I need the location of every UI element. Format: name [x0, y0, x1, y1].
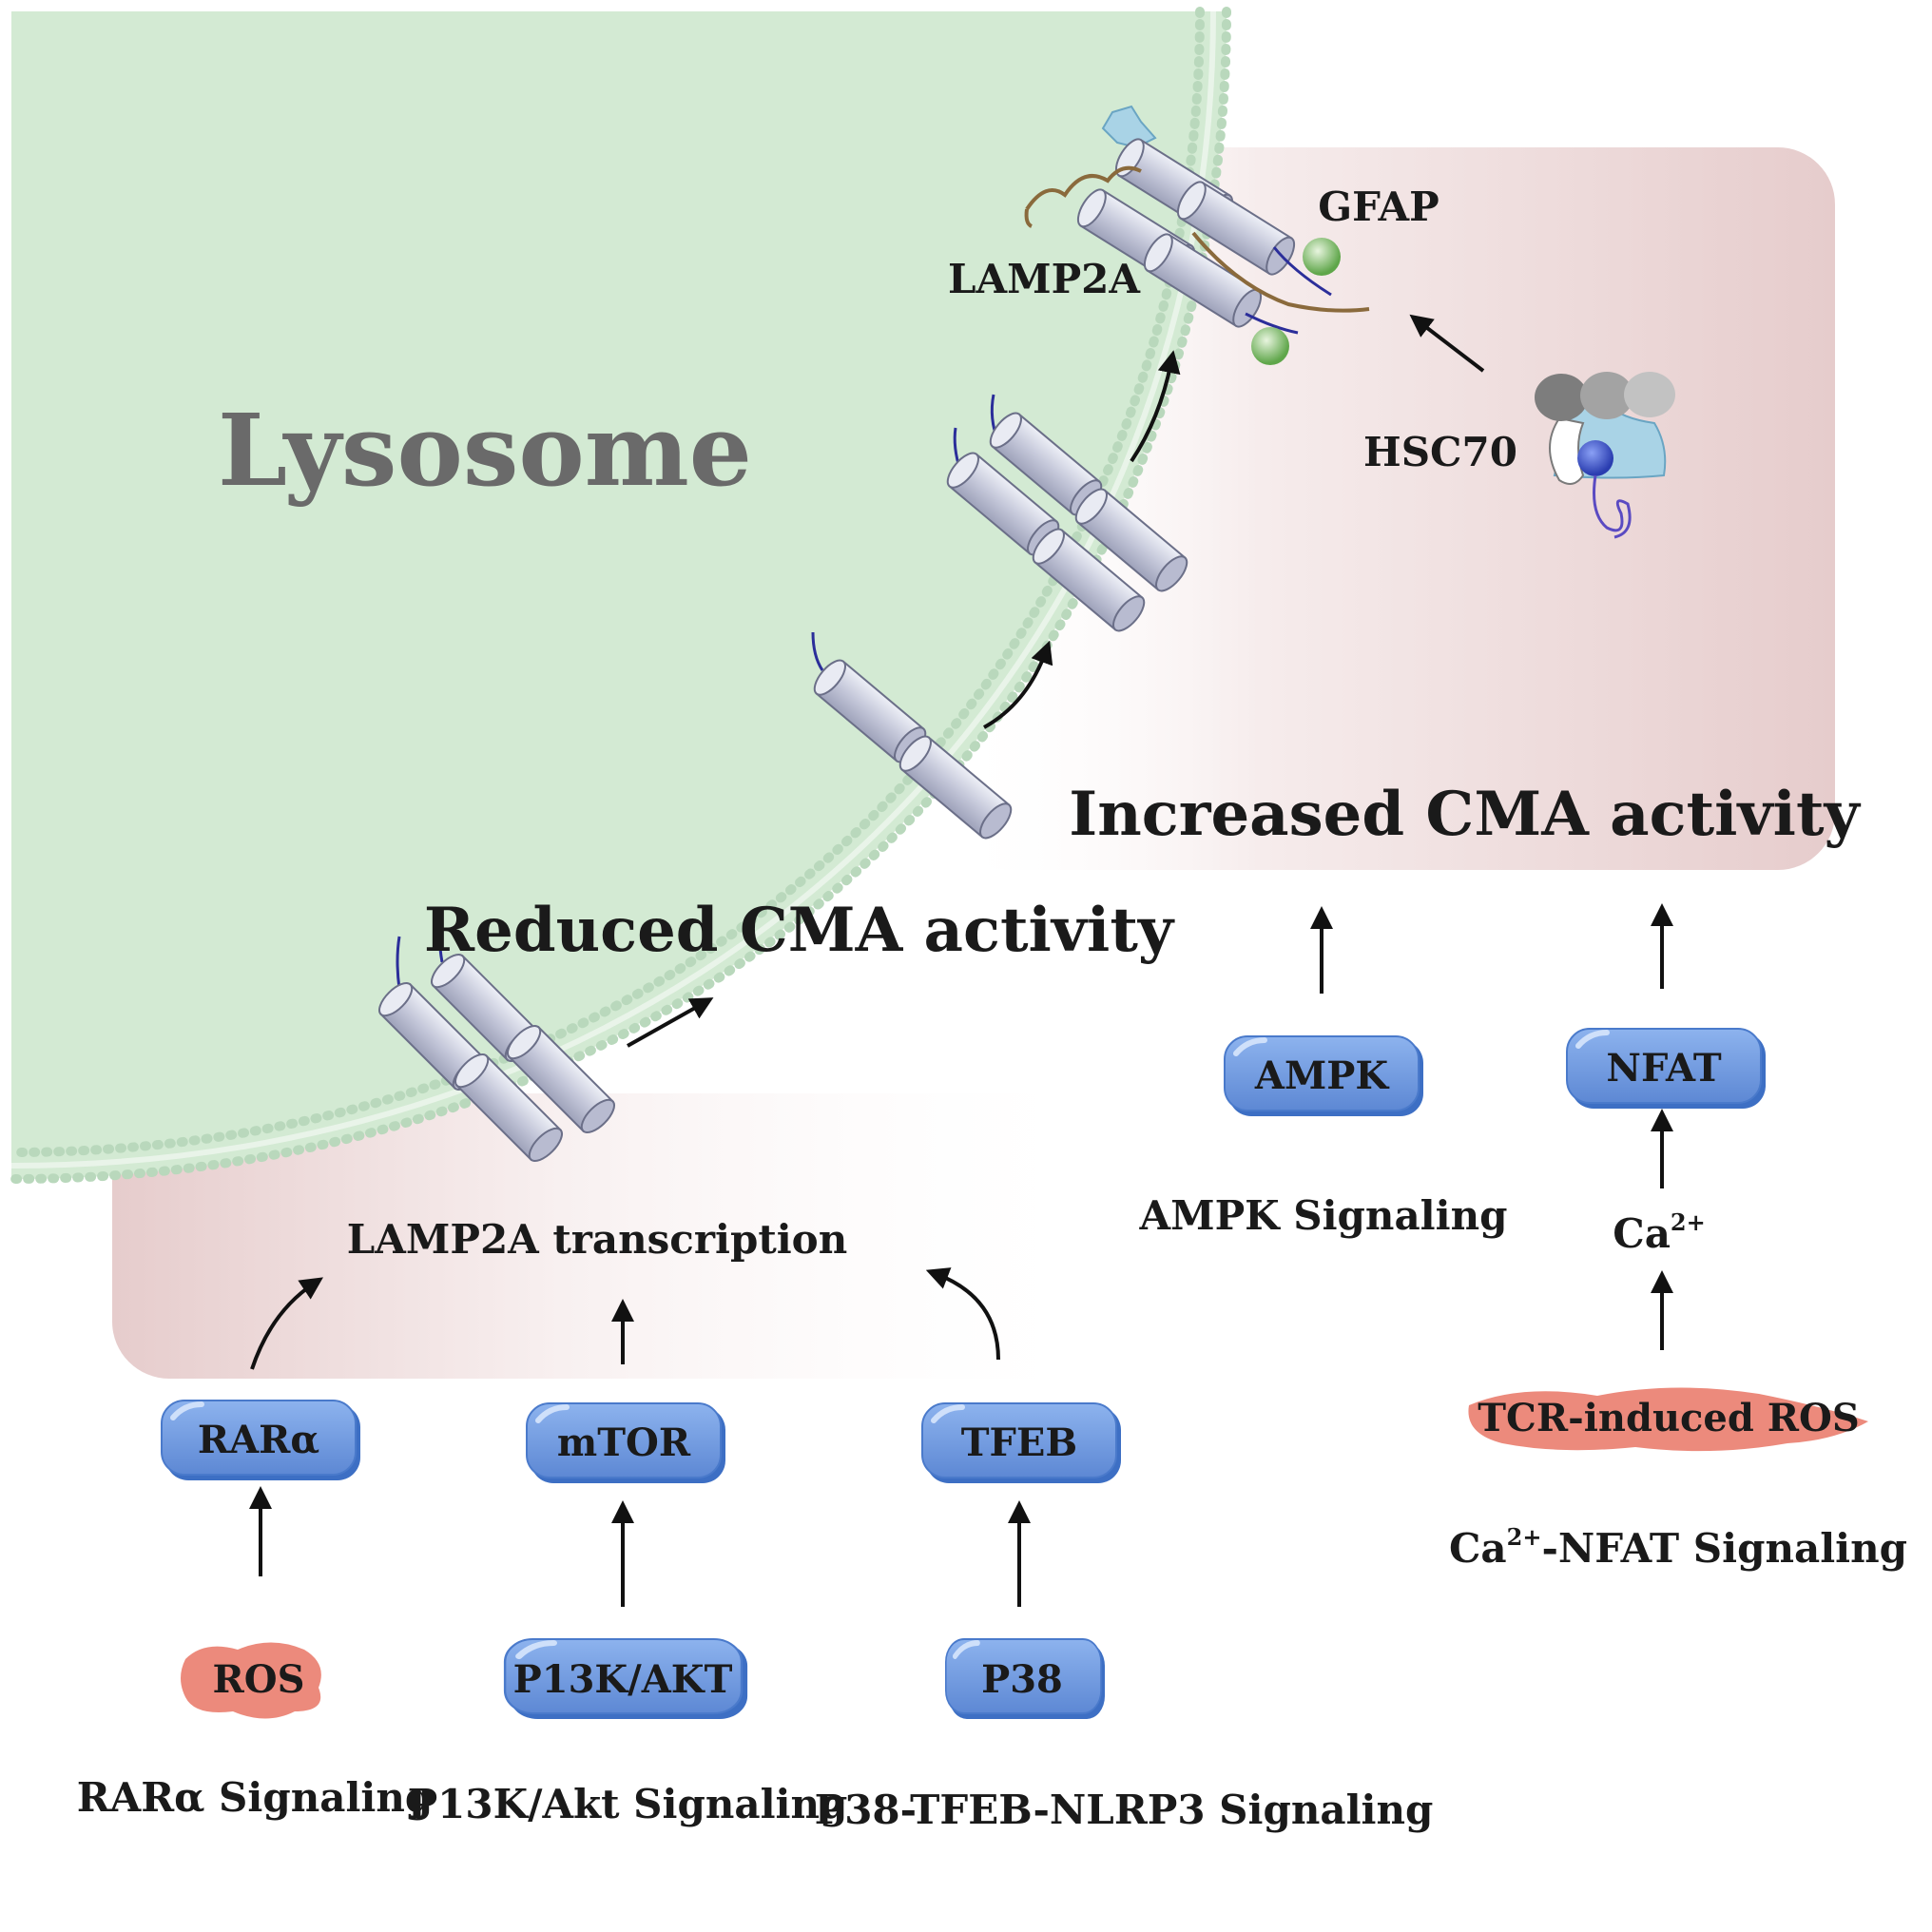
reduced-cma-label: Reduced CMA activity [424, 895, 1175, 966]
lamp2a-translocation-complex [1024, 105, 1370, 365]
lysosome-membrane-inner [7, 7, 1205, 1157]
lysosome-label: Lysosome [218, 392, 752, 509]
ampk-label: AMPK [1254, 1053, 1389, 1098]
arrow-pair-to-multimer [983, 640, 1053, 729]
ca-nfat-base: Ca [1449, 1525, 1507, 1572]
ros-label: ROS [213, 1657, 305, 1702]
tcr-ros-label: TCR-induced ROS [1478, 1396, 1859, 1440]
arrow-tfeb-to-transcription [925, 1267, 1000, 1361]
tfeb-label: TFEB [961, 1420, 1077, 1465]
lamp2a-label: LAMP2A [948, 256, 1141, 302]
nfat-label: NFAT [1606, 1046, 1721, 1091]
lysosome-membrane-outer [7, 7, 1231, 1184]
nfat-node: NFAT [1567, 1029, 1766, 1109]
arrow-hsc70-to-lamp2a [1409, 314, 1485, 373]
ca-base: Ca [1613, 1210, 1671, 1257]
mtor-label: mTOR [557, 1420, 691, 1465]
tfeb-node: TFEB [922, 1403, 1121, 1483]
tcr-ros-blob [1468, 1387, 1868, 1452]
ampk-node: AMPK [1225, 1036, 1423, 1116]
rara-node: RARα [162, 1401, 360, 1480]
p38-label: P38 [981, 1657, 1063, 1702]
cytosol-band-bottom [112, 1093, 1111, 1379]
rara-pathway-label: RARα Signaling [77, 1774, 434, 1821]
arrow-multimer-to-complex [1130, 350, 1181, 463]
ca-nfat-pathway-label: Ca2+-NFAT Signaling [1449, 1523, 1907, 1572]
gfap-ball-1 [1303, 238, 1341, 276]
rara-label: RARα [198, 1418, 319, 1462]
ca-label: Ca2+ [1613, 1208, 1705, 1257]
arrow-rara-to-transcription [250, 1277, 323, 1370]
ca-sup: 2+ [1671, 1208, 1706, 1236]
hsc70-label: HSC70 [1363, 429, 1517, 475]
p38-pathway-label: P38-TFEB-NLRP3 Signaling [815, 1787, 1434, 1833]
lamp2a-multimer [941, 394, 1193, 637]
ca-nfat-rest: -NFAT Signaling [1541, 1525, 1907, 1572]
pi3k-pathway-label: P13K/Akt Signaling [408, 1781, 848, 1827]
gfap-ball-2 [1251, 327, 1289, 365]
lamp2a-transcription-label: LAMP2A transcription [347, 1216, 847, 1263]
lamp2a-monomer-cluster-1 [373, 912, 621, 1168]
lamp2a-monomer-pair [808, 631, 1017, 844]
hsc70-substrate-ball [1577, 440, 1613, 476]
ros-blob [181, 1642, 321, 1719]
increased-cma-label: Increased CMA activity [1069, 779, 1861, 850]
lysosome-membrane-mid [10, 10, 1216, 1169]
arrow-cluster-to-reduced [627, 997, 714, 1048]
ca-nfat-sup: 2+ [1507, 1523, 1542, 1551]
lysosome-body [11, 11, 1227, 1179]
pi3k-label: P13K/AKT [513, 1657, 733, 1702]
gfap-label: GFAP [1318, 184, 1439, 230]
mtor-node: mTOR [527, 1403, 725, 1483]
ampk-pathway-label: AMPK Signaling [1138, 1192, 1507, 1239]
hsc70-chaperone [1535, 372, 1675, 539]
